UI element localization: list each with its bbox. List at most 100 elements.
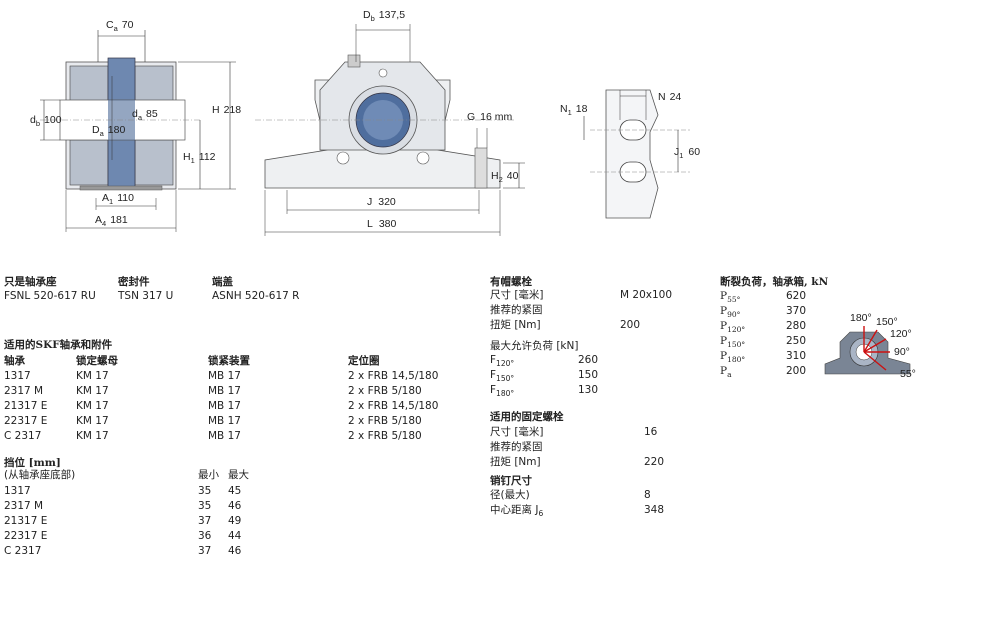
- table-cell: 2 x FRB 14,5/180: [348, 370, 439, 382]
- angle-90-label: 90°: [894, 346, 910, 358]
- dowel-distance-label: 中心距离 J6: [490, 504, 544, 519]
- position-subtitle: (从轴承座底部): [4, 469, 76, 481]
- table-cell: 2 x FRB 5/180: [348, 385, 422, 397]
- attach-bolt-torque-label: 扭矩 [Nm]: [490, 456, 541, 468]
- table-cell: 2317 M: [4, 385, 44, 397]
- table-cell: KM 17: [76, 385, 109, 397]
- cover-value: ASNH 520-617 R: [212, 290, 300, 302]
- table-cell: C 2317: [4, 545, 42, 557]
- table-cell: 2 x FRB 14,5/180: [348, 400, 439, 412]
- dowel-diameter-label: 径(最大): [490, 489, 530, 501]
- table-cell: 46: [228, 545, 242, 557]
- table-cell: 36: [198, 530, 212, 542]
- attach-bolt-title: 适用的固定螺栓: [490, 411, 564, 423]
- table-cell: 37: [198, 545, 212, 557]
- position-min-header: 最小: [198, 469, 219, 481]
- break-load-label: P120°: [720, 320, 746, 335]
- position-title: 挡位 [mm]: [4, 457, 61, 469]
- dowel-diameter-value: 8: [644, 489, 651, 501]
- attach-bolt-size-value: 16: [644, 426, 658, 438]
- svg-text:N24: N24: [658, 91, 681, 103]
- break-load-value: 310: [786, 350, 807, 362]
- table-cell: KM 17: [76, 400, 109, 412]
- attach-bolt-size-label: 尺寸 [毫米]: [490, 426, 544, 438]
- dowel-distance-value: 348: [644, 504, 665, 516]
- table-cell: 35: [198, 500, 212, 512]
- break-load-label: P55°: [720, 290, 741, 305]
- seal-value: TSN 317 U: [118, 290, 174, 302]
- table-cell: 45: [228, 485, 242, 497]
- table-cell: 22317 E: [4, 530, 48, 542]
- table-cell: 44: [228, 530, 242, 542]
- break-load-title: 断裂负荷，轴承箱, kN: [720, 276, 829, 288]
- break-load-label: P90°: [720, 305, 741, 320]
- allow-load-label: F150°: [490, 369, 515, 384]
- svg-text:G16 mm: G16 mm: [467, 111, 513, 123]
- allow-load-value: 150: [578, 369, 599, 381]
- bearings-col-bearing: 轴承: [4, 355, 25, 367]
- table-cell: MB 17: [208, 385, 241, 397]
- bearings-title: 适用的SKF轴承和附件: [4, 339, 113, 351]
- table-cell: 37: [198, 515, 212, 527]
- table-cell: 2 x FRB 5/180: [348, 415, 422, 427]
- cap-bolt-size-label: 尺寸 [毫米]: [490, 289, 544, 301]
- bearings-col-lock: 锁紧装置: [208, 355, 250, 367]
- break-load-value: 620: [786, 290, 807, 302]
- break-load-value: 250: [786, 335, 807, 347]
- table-cell: 1317: [4, 370, 31, 382]
- table-cell: MB 17: [208, 370, 241, 382]
- angle-55-label: 55°: [900, 368, 916, 380]
- cover-heading: 端盖: [212, 276, 233, 288]
- angle-180-label: 180°: [850, 312, 872, 324]
- break-load-label: Pa: [720, 365, 732, 380]
- break-load-value: 200: [786, 365, 807, 377]
- cap-bolt-recommend: 推荐的紧固: [490, 304, 543, 316]
- allow-load-value: 130: [578, 384, 599, 396]
- table-cell: 21317 E: [4, 400, 48, 412]
- seal-heading: 密封件: [118, 276, 150, 288]
- cap-bolt-size-value: M 20x100: [620, 289, 673, 301]
- table-cell: KM 17: [76, 370, 109, 382]
- allow-load-title: 最大允许负荷 [kN]: [490, 340, 579, 352]
- allow-load-label: F180°: [490, 384, 515, 399]
- table-cell: KM 17: [76, 430, 109, 442]
- table-cell: 21317 E: [4, 515, 48, 527]
- table-cell: MB 17: [208, 430, 241, 442]
- table-cell: C 2317: [4, 430, 42, 442]
- break-load-value: 280: [786, 320, 807, 332]
- table-cell: 49: [228, 515, 242, 527]
- break-load-label: P180°: [720, 350, 746, 365]
- break-load-value: 370: [786, 305, 807, 317]
- allow-load-label: F120°: [490, 354, 515, 369]
- housing-value: FSNL 520-617 RU: [4, 290, 96, 302]
- table-cell: 22317 E: [4, 415, 48, 427]
- dowel-title: 销钉尺寸: [490, 475, 532, 487]
- table-cell: KM 17: [76, 415, 109, 427]
- position-max-header: 最大: [228, 469, 249, 481]
- load-angle-diagram: 180° 150° 120° 90° 55°: [824, 312, 916, 380]
- cap-bolt-title: 有帽螺栓: [490, 276, 532, 288]
- angle-120-label: 120°: [890, 328, 912, 340]
- bearings-col-ring: 定位圈: [348, 355, 380, 367]
- table-cell: 35: [198, 485, 212, 497]
- table-cell: 2317 M: [4, 500, 44, 512]
- attach-bolt-recommend: 推荐的紧固: [490, 441, 543, 453]
- angle-150-label: 150°: [876, 316, 898, 328]
- table-cell: 1317: [4, 485, 31, 497]
- cap-bolt-torque-value: 200: [620, 319, 641, 331]
